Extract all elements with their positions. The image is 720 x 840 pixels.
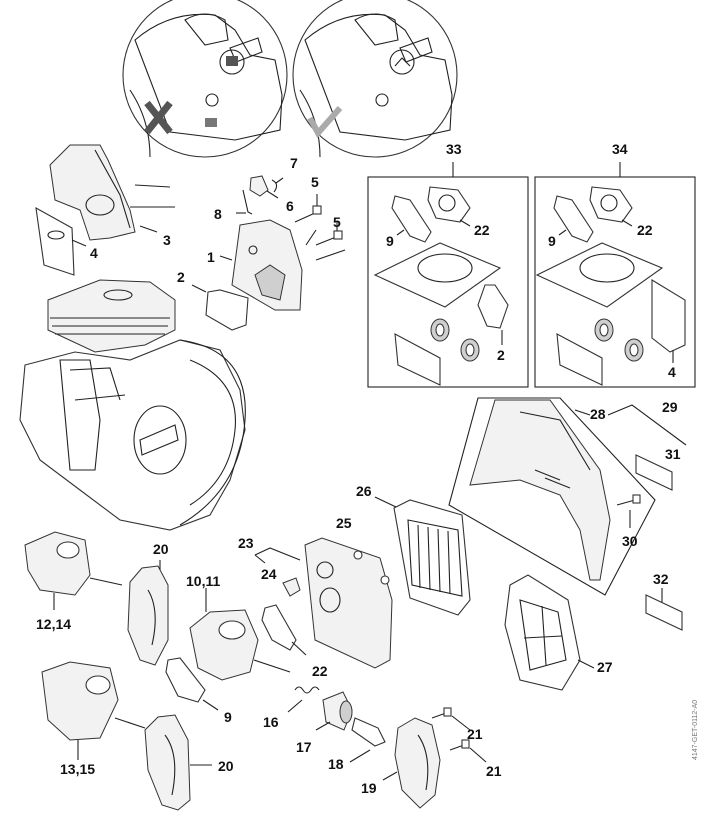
- callout-9: 9: [386, 233, 394, 249]
- callout-6: 6: [286, 198, 294, 214]
- callout-17: 17: [296, 739, 312, 755]
- callout-4: 4: [90, 245, 98, 261]
- callout-16: 16: [263, 714, 279, 730]
- callout-28: 28: [590, 406, 606, 422]
- callout-7: 7: [290, 155, 298, 171]
- document-id: 4147-GET-0112-A0: [692, 699, 699, 760]
- shaft-18: [349, 717, 386, 763]
- callout-29: 29: [662, 399, 678, 415]
- callout-31: 31: [665, 446, 681, 462]
- gasket-2: [191, 284, 249, 331]
- callout-9: 9: [548, 233, 556, 249]
- callout-18: 18: [328, 756, 344, 772]
- inset-incorrect: [122, 0, 288, 158]
- filter-frame-27: [504, 574, 595, 691]
- callout-2: 2: [497, 347, 505, 363]
- spring-16: [287, 686, 320, 713]
- gasket-4: [35, 206, 87, 276]
- throttle-housing-20a: [127, 560, 169, 666]
- bracket-23-24: [254, 547, 301, 597]
- callout-13-15: 13,15: [60, 761, 96, 777]
- bracket-1: [219, 219, 303, 311]
- housing-19: [382, 717, 441, 809]
- callout-23: 23: [238, 535, 254, 551]
- check-mark-icon: [307, 106, 343, 139]
- inset-correct: [292, 0, 458, 158]
- callout-1: 1: [207, 249, 215, 265]
- small-parts-6-7-8: [236, 175, 284, 215]
- kit-33-number: 33: [446, 141, 462, 157]
- callout-22: 22: [312, 663, 328, 679]
- screws-21: [431, 707, 487, 763]
- callout-2: 2: [177, 269, 185, 285]
- callout-22: 22: [637, 222, 653, 238]
- callout-20: 20: [153, 541, 169, 557]
- kit-34-box: [534, 162, 696, 388]
- filter-base-plate: [304, 537, 393, 669]
- cylinder-crankcase: [19, 279, 246, 531]
- callout-9: 9: [224, 709, 232, 725]
- intake-manifold-3: [49, 144, 175, 241]
- bushing-17: [315, 691, 353, 731]
- callout-21: 21: [467, 726, 483, 742]
- kit-34-number: 34: [612, 141, 628, 157]
- nut-25: [353, 550, 363, 560]
- callout-10-11: 10,11: [186, 573, 221, 589]
- filter-cover-group: [448, 397, 687, 596]
- callout-8: 8: [214, 206, 222, 222]
- callout-24: 24: [261, 566, 277, 582]
- air-filter-26: [374, 496, 471, 616]
- callout-26: 26: [356, 483, 372, 499]
- callout-20: 20: [218, 758, 234, 774]
- callout-22: 22: [474, 222, 490, 238]
- x-mark-icon: [144, 100, 173, 135]
- screws-5: [294, 194, 346, 261]
- callout-19: 19: [361, 780, 377, 796]
- callout-4: 4: [668, 364, 676, 380]
- callout-21: 21: [486, 763, 502, 779]
- kit-33-box: [367, 162, 529, 388]
- callout-30: 30: [622, 533, 638, 549]
- callout-12-14: 12,14: [36, 616, 72, 632]
- callout-27: 27: [597, 659, 613, 675]
- label-32: [645, 588, 683, 631]
- callout-5: 5: [333, 214, 341, 230]
- callout-32: 32: [653, 571, 669, 587]
- throttle-housing-20b: [144, 714, 212, 811]
- callout-3: 3: [163, 232, 171, 248]
- carburetor-10-11: [189, 588, 291, 681]
- carburetor-13-15: [41, 661, 146, 760]
- label-31: [635, 454, 673, 491]
- gasket-9: [165, 657, 219, 711]
- carburetor-12-14: [24, 531, 123, 610]
- callout-5: 5: [311, 174, 319, 190]
- callout-25: 25: [336, 515, 352, 531]
- gasket-22: [261, 604, 307, 656]
